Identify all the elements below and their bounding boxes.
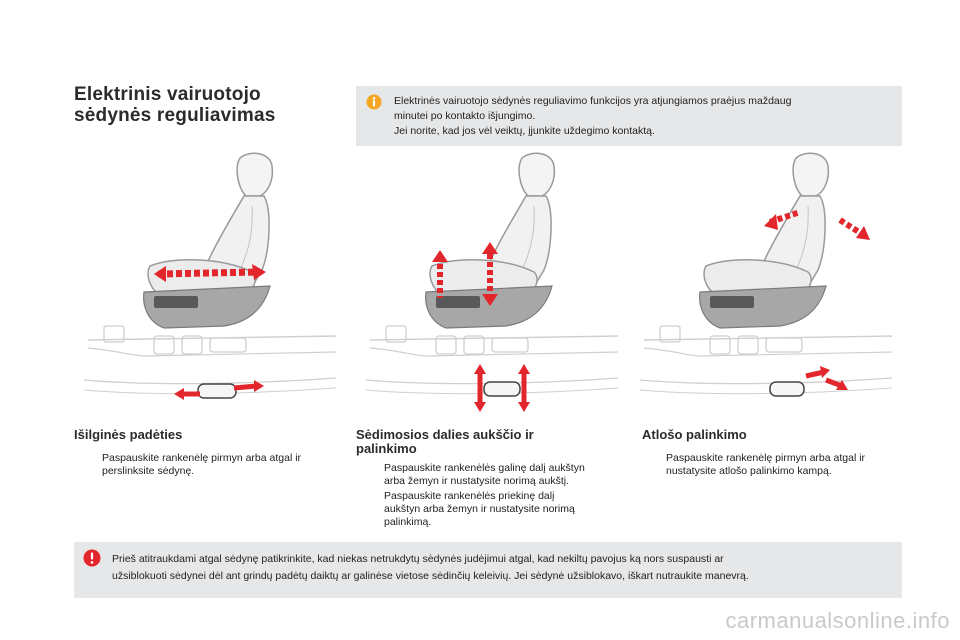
- page-title-line1: Elektrinis vairuotojo: [74, 84, 261, 105]
- warning-box: Prieš atitraukdami atgal sėdynę patikrin…: [74, 542, 902, 598]
- section-title-height-tilt: Sėdimosios dalies aukščio ir palinkimo: [356, 428, 626, 456]
- page-title: Elektrinis vairuotojo sėdynės reguliavim…: [74, 84, 354, 126]
- info-icon: [366, 94, 382, 110]
- warning-text-line2: užsiblokuoti sėdynei dėl ant grindų padė…: [112, 570, 749, 582]
- section-title-line1: Atlošo palinkimo: [642, 427, 747, 442]
- bullet-line1: Paspauskite rankenėlės priekinę dalį: [384, 490, 555, 502]
- warning-icon: [83, 549, 101, 567]
- bullet-line2: aukštyn arba žemyn ir nustatysite norimą: [384, 503, 575, 515]
- bullet-item: Paspauskite rankenėlės priekinę dalį auk…: [364, 490, 646, 529]
- seat-backrest-illustration: [639, 152, 893, 397]
- bullet-line1: Paspauskite rankenėlės galinę dalį aukšt…: [384, 462, 585, 474]
- bullet-line1: Paspauskite rankenėlę pirmyn arba atgal …: [102, 452, 302, 464]
- bullet-line2: arba žemyn ir nustatysite norimą aukštį.: [384, 475, 569, 487]
- bullet-line2: nustatysite atlošo palinkimo kampą.: [666, 465, 832, 477]
- info-text-line2: minutei po kontakto išjungimo.: [394, 110, 536, 122]
- bullet-line2: perslinksite sėdynę.: [102, 465, 195, 477]
- bullet-item: Paspauskite rankenėlę pirmyn arba atgal …: [646, 452, 922, 478]
- bullet-item: Paspauskite rankenėlę pirmyn arba atgal …: [82, 452, 364, 478]
- section-title-longitudinal: Išilginės padėties: [74, 428, 344, 442]
- bullet-line3: palinkimą.: [384, 516, 432, 528]
- section-title-line2: palinkimo: [356, 441, 417, 456]
- watermark: carmanualsonline.info: [725, 608, 950, 633]
- seat-longitudinal-illustration: [83, 152, 337, 400]
- seat-height-tilt-illustration: [365, 152, 619, 412]
- warning-text-line1: Prieš atitraukdami atgal sėdynę patikrin…: [112, 553, 724, 565]
- bullet-item: Paspauskite rankenėlės galinę dalį aukšt…: [364, 462, 646, 488]
- bullet-line1: Paspauskite rankenėlę pirmyn arba atgal …: [666, 452, 866, 464]
- page-title-line2: sėdynės reguliavimas: [74, 105, 276, 126]
- section-title-backrest: Atlošo palinkimo: [642, 428, 902, 442]
- section-title-line1: Sėdimosios dalies aukščio ir: [356, 427, 534, 442]
- info-text-line3: Jei norite, kad jos vėl veiktų, įjunkite…: [394, 125, 655, 137]
- info-text-line1: Elektrinės vairuotojo sėdynės reguliavim…: [394, 95, 792, 107]
- info-box: Elektrinės vairuotojo sėdynės reguliavim…: [356, 86, 902, 146]
- section-title-line1: Išilginės padėties: [74, 427, 183, 442]
